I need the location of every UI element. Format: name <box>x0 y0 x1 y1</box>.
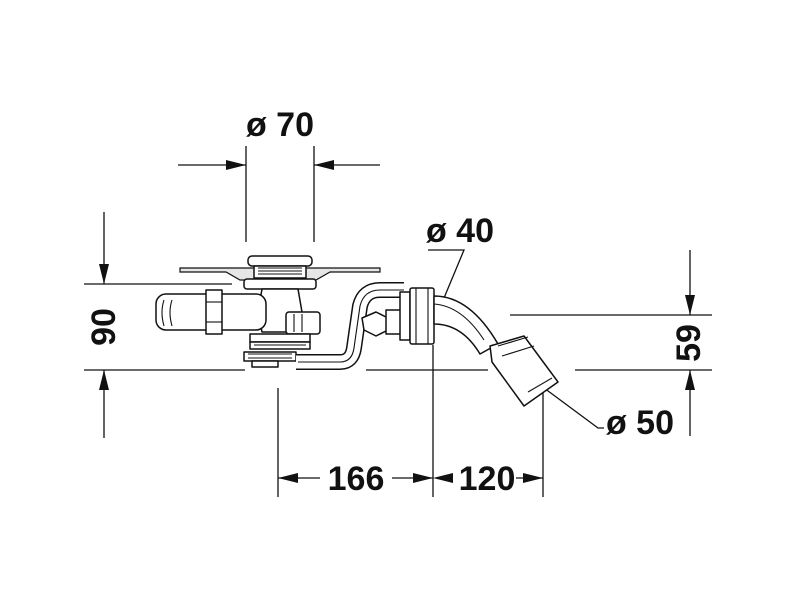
connecting-pipe <box>296 282 404 370</box>
label-drain-diameter: ø 70 <box>246 106 314 144</box>
cable-tube <box>155 289 267 335</box>
dimension-inlet-diameter: ø 40 <box>426 212 494 299</box>
label-inlet-diameter: ø 40 <box>426 212 494 250</box>
dimension-outlet-height: 59 <box>366 250 712 436</box>
label-outlet-diameter: ø 50 <box>606 404 674 442</box>
dimension-horizontal: 166 120 <box>277 345 544 498</box>
label-outlet-height: 59 <box>670 324 708 362</box>
drain-body <box>243 288 321 368</box>
dimension-total-height: 90 <box>84 212 245 438</box>
label-distance-166: 166 <box>328 460 385 498</box>
dimension-outlet-diameter: ø 50 <box>539 384 674 442</box>
outlet-elbow <box>399 287 559 407</box>
dimension-drain-diameter: ø 70 <box>178 106 380 242</box>
drain-plug <box>243 255 317 290</box>
label-distance-120: 120 <box>459 460 516 498</box>
label-total-height: 90 <box>85 308 123 346</box>
